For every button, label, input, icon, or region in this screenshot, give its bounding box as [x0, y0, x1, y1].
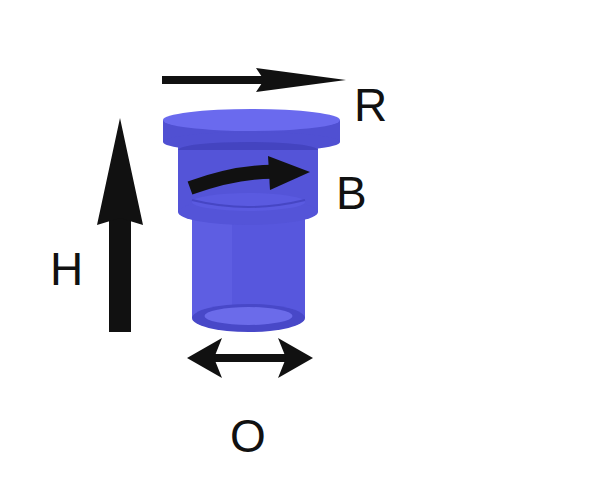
dimension-letter: B — [336, 170, 367, 216]
b-arrow — [190, 156, 310, 190]
dimension-letter: R — [354, 82, 387, 128]
r-arrow — [162, 68, 346, 92]
middle-collar — [178, 142, 318, 225]
dimension-letter: O — [230, 413, 266, 459]
dimension-letter: H — [50, 246, 83, 292]
h-arrow — [97, 118, 143, 332]
flange — [163, 109, 340, 158]
o-arrow — [187, 338, 313, 378]
